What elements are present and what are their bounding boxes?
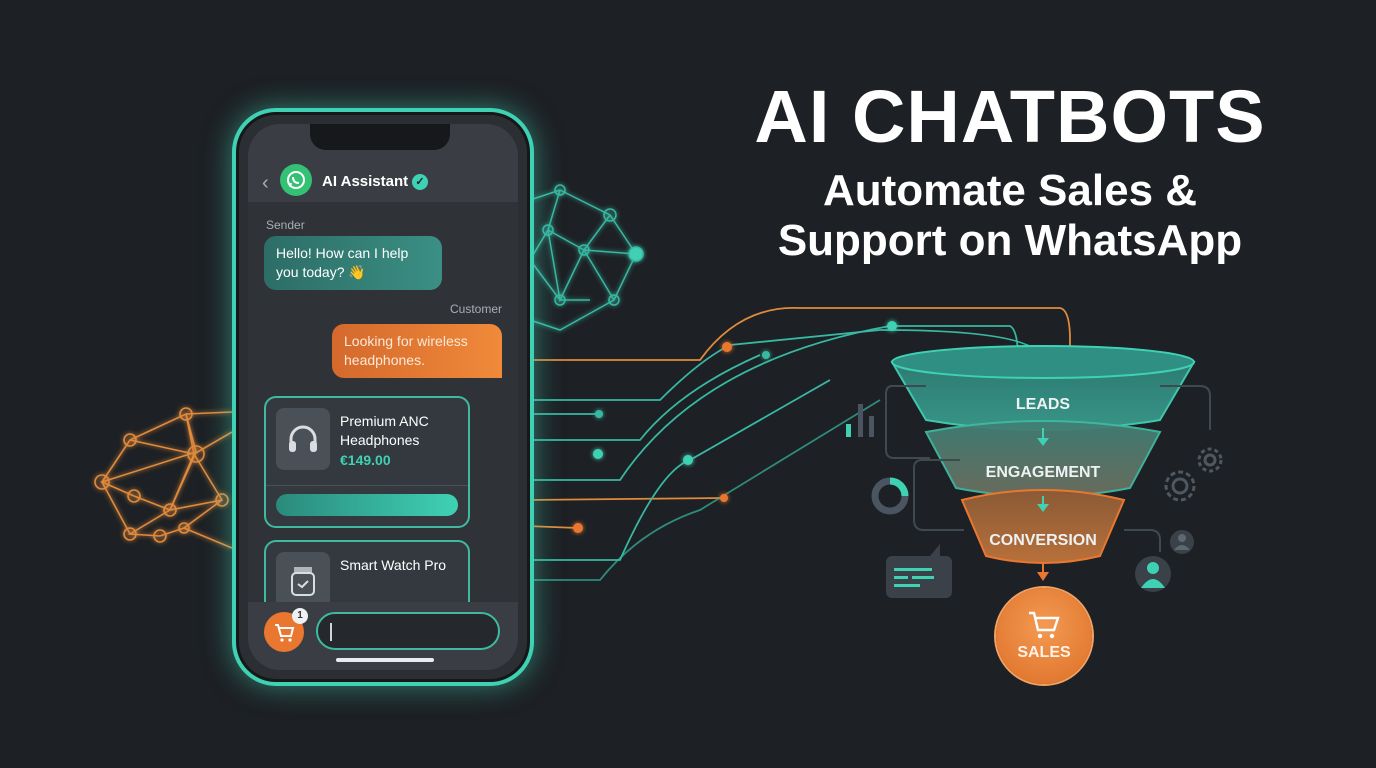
cart-icon — [275, 624, 295, 642]
headline-title: AI CHATBOTS — [754, 75, 1266, 158]
customer-label: Customer — [449, 302, 502, 316]
message-input[interactable] — [316, 612, 500, 650]
bot-message: Hello! How can I help you today? 👋 — [264, 236, 442, 290]
sales-funnel — [885, 345, 1211, 581]
phone-screen: ‹ AI Assistant ✓ Sender Hello! How can I… — [248, 124, 518, 670]
whatsapp-icon — [280, 164, 312, 196]
headphones-icon — [276, 408, 330, 470]
product-card[interactable]: Premium ANC Headphones €149.00 — [264, 396, 470, 528]
verified-check-icon: ✓ — [412, 174, 428, 190]
chat-title: AI Assistant — [322, 173, 409, 190]
chat-header: ‹ AI Assistant ✓ — [248, 124, 518, 202]
chat-message-icon — [886, 544, 952, 598]
cart-icon — [1029, 611, 1060, 639]
sales-circle: SALES — [996, 588, 1092, 684]
headline-subtitle-2: Support on WhatsApp — [777, 216, 1243, 265]
chevron-left-icon[interactable]: ‹ — [262, 172, 269, 194]
add-to-cart-button[interactable] — [276, 494, 458, 516]
customer-message: Looking for wireless headphones. — [332, 324, 502, 378]
phone-notch — [310, 124, 450, 150]
phone-mockup: ‹ AI Assistant ✓ Sender Hello! How can I… — [232, 108, 534, 686]
headline: AI CHATBOTS Automate Sales & Support on … — [730, 78, 1290, 266]
cart-count-badge: 1 — [292, 608, 308, 624]
chat-footer: 1 — [248, 602, 518, 670]
product-name: Premium ANC Headphones — [340, 413, 429, 448]
pie-chart-icon — [871, 477, 909, 515]
orange-network-icon — [94, 407, 233, 549]
bar-chart-icon — [846, 404, 874, 437]
funnel-stage-conversion: CONVERSION — [989, 532, 1097, 549]
product-price: €149.00 — [340, 452, 391, 468]
gear-icon — [1164, 447, 1223, 502]
user-avatar-icon — [1135, 530, 1194, 592]
sender-label: Sender — [266, 218, 305, 232]
funnel-stage-engagement: ENGAGEMENT — [985, 464, 1101, 481]
teal-network-icon — [529, 184, 644, 331]
funnel-stage-leads: LEADS — [1015, 396, 1071, 413]
product-name: Smart Watch Pro — [340, 557, 447, 573]
home-indicator — [336, 658, 434, 662]
headline-subtitle-1: Automate Sales & — [822, 166, 1198, 215]
sales-label: SALES — [1017, 644, 1071, 661]
